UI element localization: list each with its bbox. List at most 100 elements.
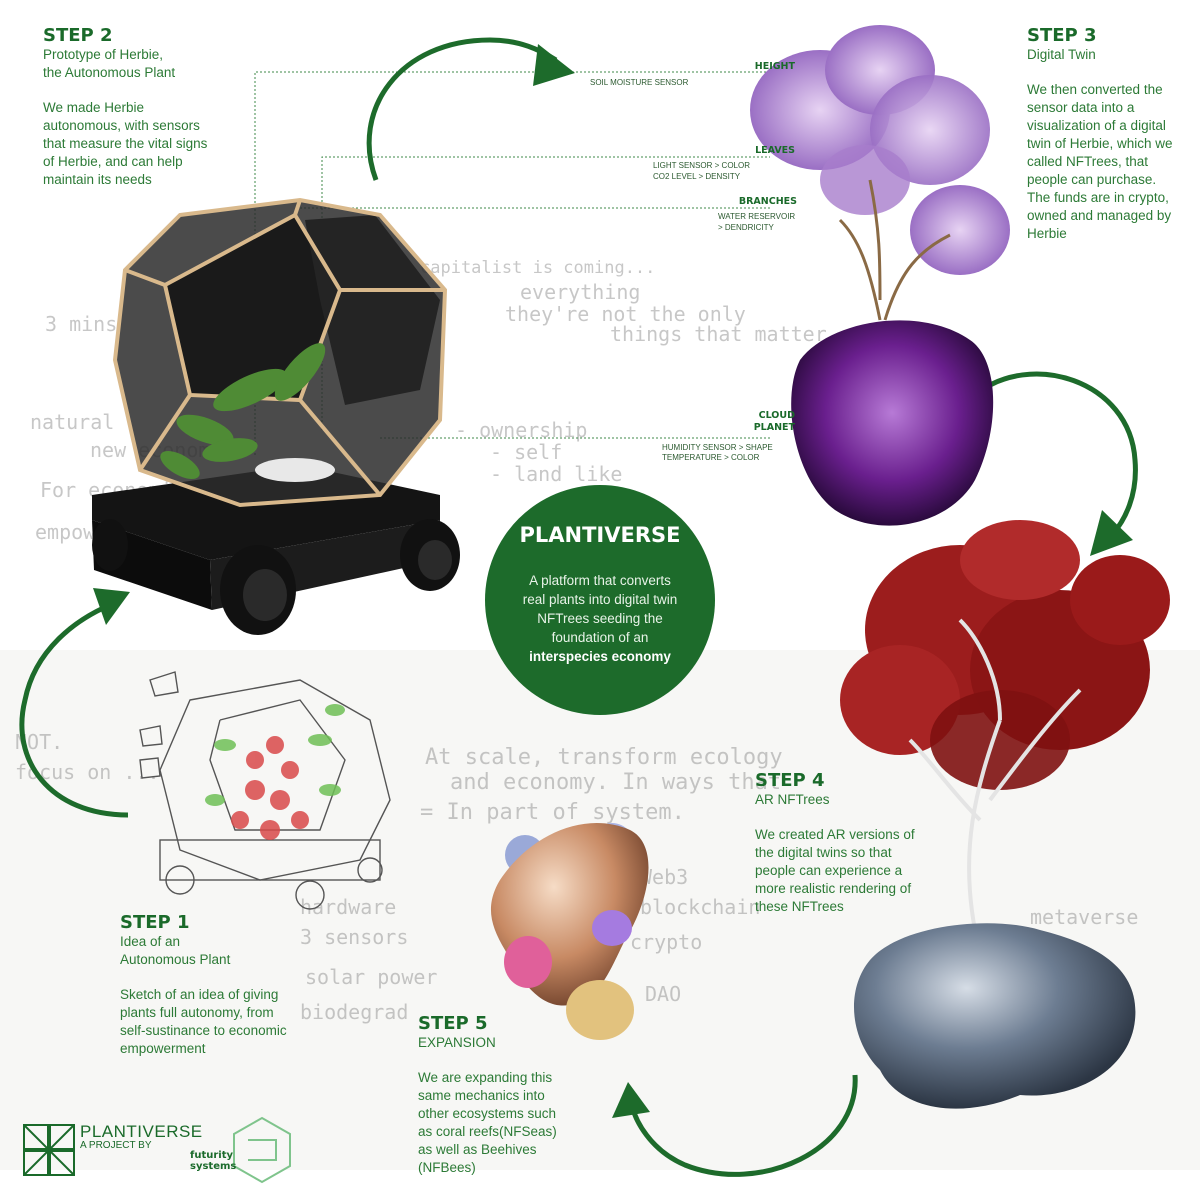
step5-subtitle: EXPANSION <box>418 1035 496 1050</box>
step4-body-line: the digital twins so that <box>755 845 892 860</box>
sensor-cloud-detail: HUMIDITY SENSOR > SHAPE <box>662 443 773 452</box>
step1-title: STEP 1 <box>120 912 190 933</box>
sketch-leaves <box>205 704 345 806</box>
handwriting-line: blockchain <box>640 895 761 919</box>
sensor-height-detail: SOIL MOISTURE SENSOR <box>590 78 689 87</box>
sensor-cloud-title-line1: CLOUD <box>758 410 795 421</box>
sketch-illustration <box>139 671 391 910</box>
step4-block: STEP 4 AR NFTrees We created AR versions… <box>755 770 955 916</box>
futurity-systems-logo: futurity systems <box>190 1150 236 1172</box>
futurity-logo-line2: systems <box>190 1161 237 1172</box>
handwriting-line: natural <box>30 410 115 434</box>
step2-body-line: autonomous, with sensors <box>43 118 200 133</box>
step5-body-line: We are expanding this <box>418 1070 553 1085</box>
center-body-line: A platform that converts <box>529 573 671 588</box>
sensor-cloud-detail: TEMPERATURE > COLOR <box>662 453 760 462</box>
step3-body-line: Herbie <box>1027 226 1067 241</box>
step2-subtitle-line1: Prototype of Herbie, <box>43 47 164 62</box>
step2-body-line: We made Herbie <box>43 100 145 115</box>
futurity-logo-mark <box>233 1116 291 1184</box>
plantiverse-logo-mark <box>23 1124 75 1176</box>
step2-body-line: that measure the vital signs <box>43 136 208 151</box>
step4-body-line: We created AR versions of <box>755 827 915 842</box>
handwriting-line: biodegrad <box>300 1000 409 1024</box>
cycle-arrows <box>19 37 1138 1177</box>
sensor-leaves-title: LEAVES <box>755 145 795 156</box>
step3-body-line: called NFTrees, that <box>1027 154 1149 169</box>
handwriting-line: 3 mins <box>45 312 118 336</box>
step2-body-line: of Herbie, and can help <box>43 154 183 169</box>
step3-body-line: The funds are in crypto, <box>1027 190 1169 205</box>
step3-body-line: owned and managed by <box>1027 208 1172 223</box>
sensor-branches-detail: WATER RESERVOIR <box>718 212 796 221</box>
step3-subtitle: Digital Twin <box>1027 47 1096 62</box>
handwriting-line: 3 sensors <box>300 925 409 949</box>
step1-subtitle-line2: Autonomous Plant <box>120 952 231 967</box>
step3-body-line: We then converted the <box>1027 82 1163 97</box>
handwriting-line: capitalist is coming... <box>420 258 656 278</box>
step5-block: STEP 5 EXPANSION We are expanding this s… <box>418 1013 618 1177</box>
sensor-cloud-title-line2: PLANET <box>753 422 795 433</box>
step5-body-line: other ecosystems such <box>418 1106 557 1121</box>
handwriting-line: - self <box>490 440 563 464</box>
handwriting-line: DAO <box>645 982 682 1006</box>
step3-title: STEP 3 <box>1027 25 1097 46</box>
step3-body-line: twin of Herbie, which we <box>1027 136 1173 151</box>
digital-twin-illustration <box>750 25 1010 526</box>
footer-byline: A PROJECT BY <box>80 1140 152 1151</box>
step3-body-line: visualization of a digital <box>1027 118 1166 133</box>
step2-subtitle-line2: the Autonomous Plant <box>43 65 176 80</box>
step5-title: STEP 5 <box>418 1013 488 1034</box>
step2-body-line: maintain its needs <box>43 172 152 187</box>
handwriting-line: things that matter <box>610 322 827 346</box>
step4-title: STEP 4 <box>755 770 825 791</box>
step4-subtitle: AR NFTrees <box>755 792 830 807</box>
expansion-illustration <box>490 823 649 1040</box>
step3-body-line: people can purchase. <box>1027 172 1157 187</box>
plantiverse-center-circle: PLANTIVERSE A platform that converts rea… <box>485 485 715 715</box>
footer-brand-name: PLANTIVERSE <box>80 1122 203 1141</box>
sensor-branches-detail: > DENDRICITY <box>718 223 774 232</box>
center-body-line: foundation of an <box>551 630 649 645</box>
step5-body-line: as well as Beehives <box>418 1142 537 1157</box>
handwriting-line: - land like <box>490 462 623 486</box>
sensor-leaves-detail: LIGHT SENSOR > COLOR <box>653 161 750 170</box>
step5-body-line: as coral reefs(NFSeas) <box>418 1124 557 1139</box>
step3-block: STEP 3 Digital Twin We then converted th… <box>1027 25 1197 243</box>
handwriting-line: everything <box>520 280 641 304</box>
center-body-line: NFTrees seeding the <box>537 611 663 626</box>
center-title: PLANTIVERSE <box>519 523 681 547</box>
center-body: A platform that converts real plants int… <box>485 571 715 666</box>
handwriting-line: and economy. In ways that <box>450 770 782 795</box>
step5-body-line: (NFBees) <box>418 1160 476 1175</box>
handwriting-line: they're not the only <box>505 302 746 326</box>
herbie-prototype-illustration <box>92 197 460 635</box>
step2-block: STEP 2 Prototype of Herbie, the Autonomo… <box>43 25 263 189</box>
ar-nftree-illustration <box>840 520 1170 1109</box>
handwriting-line: metaverse <box>1030 905 1139 929</box>
step4-body-line: more realistic rendering of <box>755 881 912 896</box>
step4-body-line: these NFTrees <box>755 899 844 914</box>
step1-body-line: empowerment <box>120 1041 206 1056</box>
handwriting-line: At scale, transform ecology <box>425 745 783 770</box>
sensor-branches-title: BRANCHES <box>738 196 797 207</box>
sensor-height-title: HEIGHT <box>754 61 795 72</box>
handwriting-line: = In part of system. <box>420 800 685 825</box>
sensor-leaves-detail: CO2 LEVEL > DENSITY <box>653 172 741 181</box>
step4-body-line: people can experience a <box>755 863 903 878</box>
step1-body-line: self-sustinance to economic <box>120 1023 287 1038</box>
step1-body-line: Sketch of an idea of giving <box>120 987 279 1002</box>
center-body-line: real plants into digital twin <box>522 592 678 607</box>
sketch-fruit <box>231 736 309 840</box>
step1-block: STEP 1 Idea of an Autonomous Plant Sketc… <box>120 912 340 1058</box>
handwriting-line: crypto <box>630 930 703 954</box>
step3-body-line: sensor data into a <box>1027 100 1135 115</box>
step1-subtitle-line1: Idea of an <box>120 934 181 949</box>
handwriting-line: solar power <box>305 965 438 989</box>
center-emphasis: interspecies economy <box>529 649 671 664</box>
step5-body-line: same mechanics into <box>418 1088 545 1103</box>
futurity-logo-line1: futurity <box>190 1150 234 1161</box>
footer-brand: PLANTIVERSE A PROJECT BY <box>80 1122 203 1151</box>
step2-title: STEP 2 <box>43 25 113 46</box>
